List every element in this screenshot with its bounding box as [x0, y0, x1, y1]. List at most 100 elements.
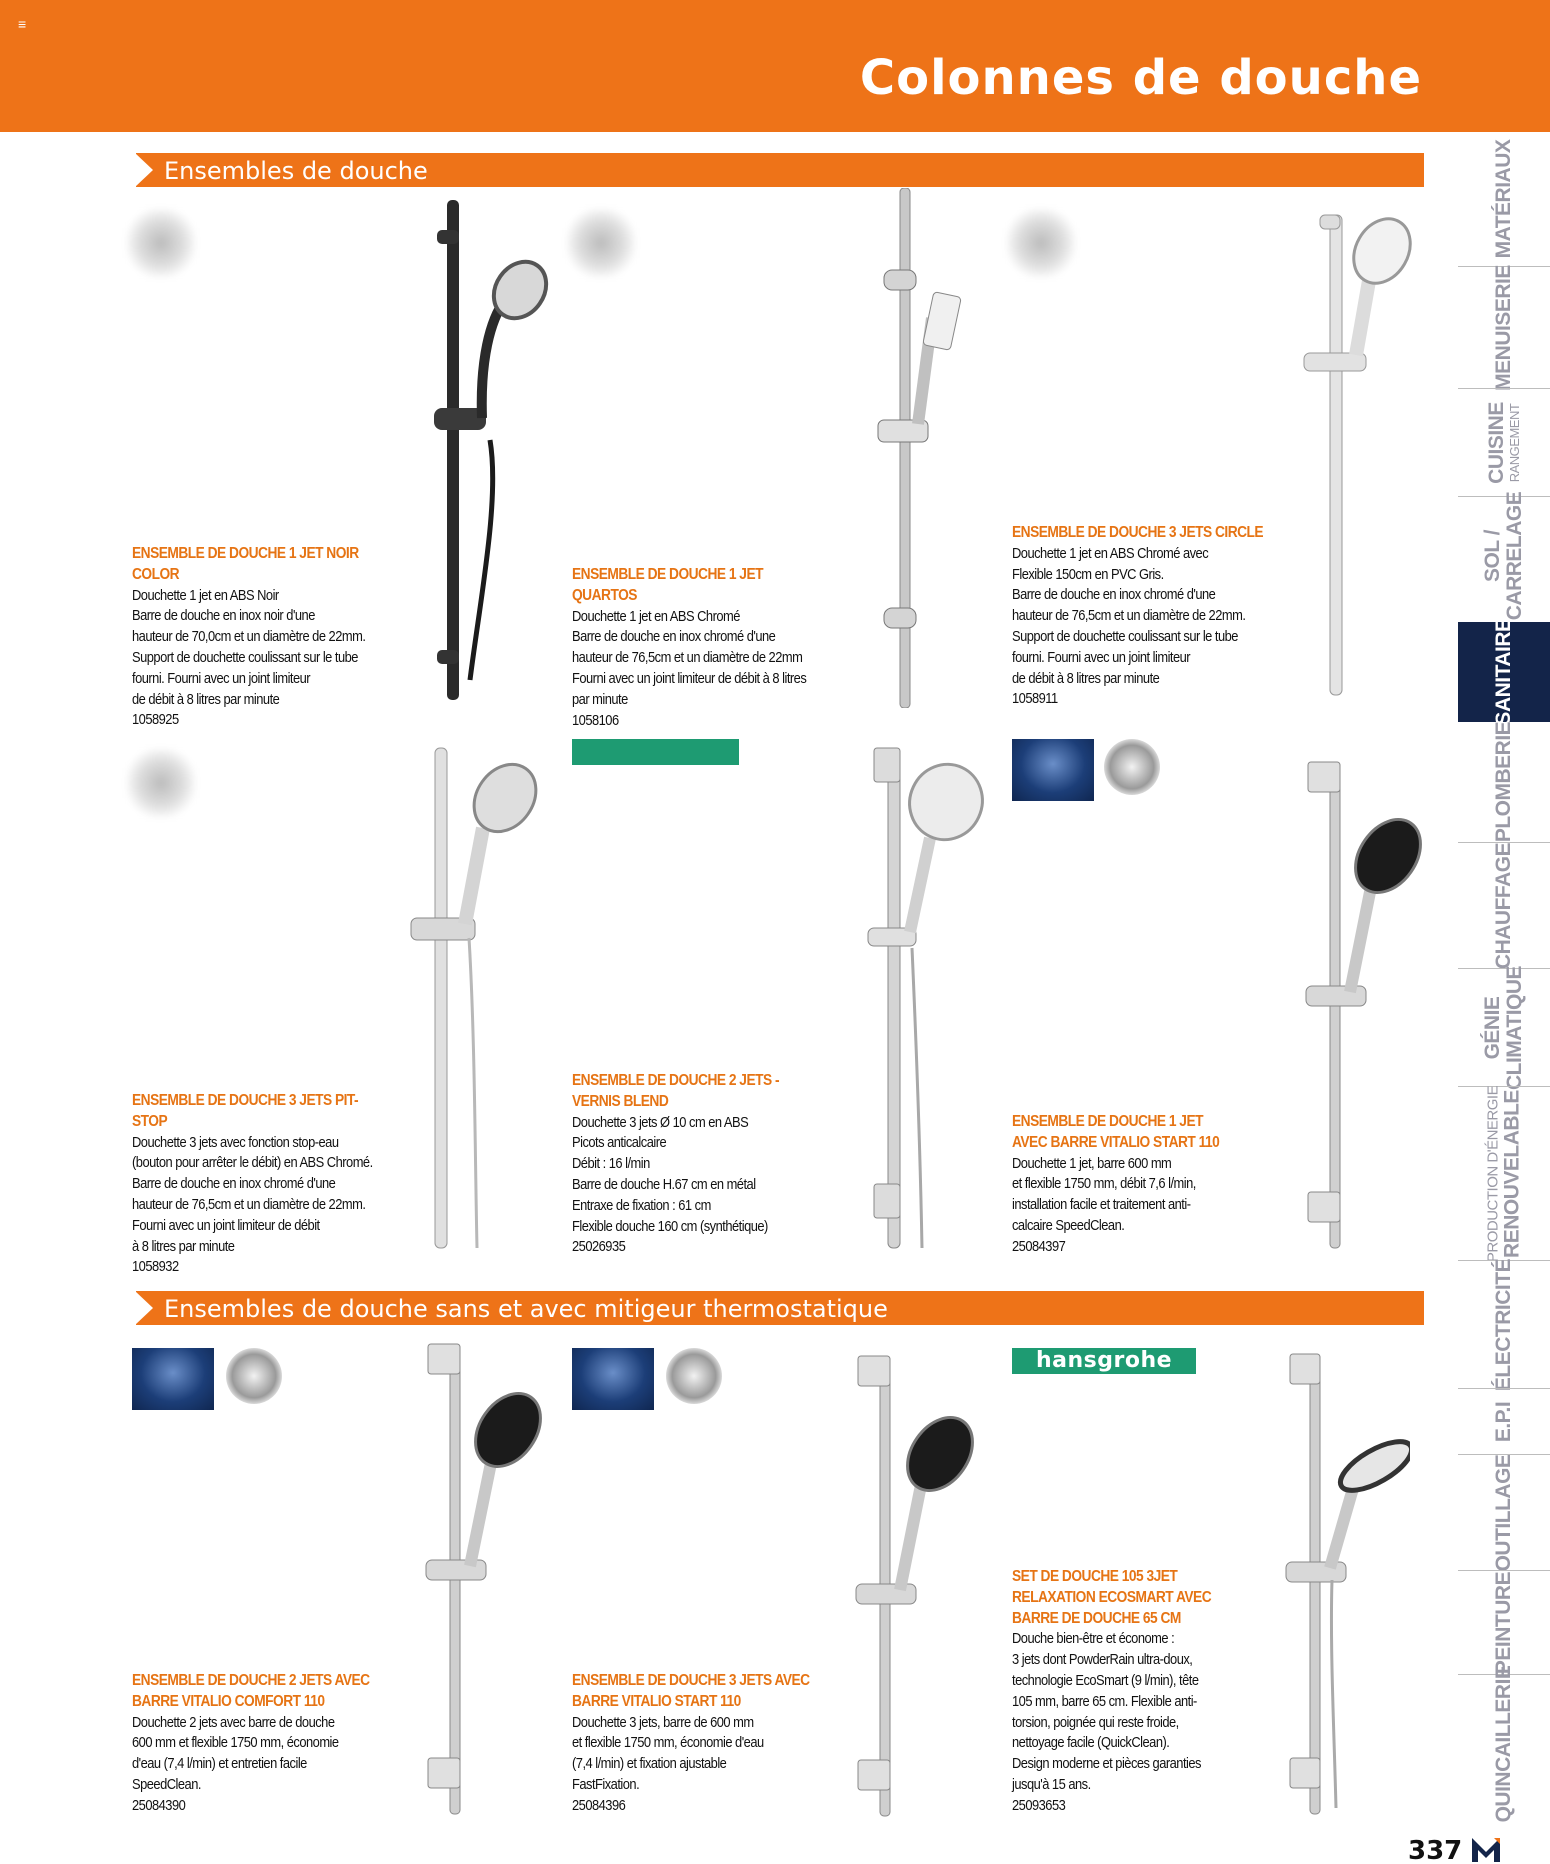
product-card: SET DE DOUCHE 105 3JET RELAXATION ECOSMA… — [1012, 1567, 1270, 1817]
product-title: ENSEMBLE DE DOUCHE 3 JETS AVEC — [572, 1672, 810, 1689]
nav-tab-label: PRODUCTION D'ÉNERGIE — [1484, 1085, 1502, 1262]
product-ref: 1058106 — [572, 711, 619, 729]
nav-tab-peinture[interactable]: PEINTURE — [1458, 1570, 1550, 1674]
product-title: ENSEMBLE DE DOUCHE 2 JETS AVEC — [132, 1672, 370, 1689]
header-bar: ≡ Colonnes de douche — [0, 0, 1550, 132]
product-title: BARRE DE DOUCHE 65 CM — [1012, 1609, 1181, 1627]
nav-tab-sol-carrelage[interactable]: SOL /CARRELAGE — [1458, 491, 1550, 620]
section-header-shower-sets: Ensembles de douche — [135, 153, 1424, 187]
nav-tab-label: QUINCAILLERIE — [1492, 1665, 1515, 1822]
shower-set-image — [410, 747, 538, 1249]
nav-tab-sanitaire[interactable]: SANITAIRE — [1458, 618, 1550, 726]
product-description: Douchette 1 jet en ABS Chromé Barre de d… — [572, 607, 807, 708]
product-ref: 25084397 — [1012, 1237, 1066, 1255]
product-title: VERNIS BLEND — [572, 1092, 669, 1110]
product-title: AVEC BARRE VITALIO START 110 — [1012, 1133, 1220, 1151]
brand-logo — [1006, 208, 1076, 278]
product-title: ENSEMBLE DE DOUCHE 2 JETS - — [572, 1072, 780, 1089]
product-title: ENSEMBLE DE DOUCHE 3 JETS PIT-STOP — [132, 1092, 359, 1130]
product-description: Douchette 1 jet en ABS Chromé avec Flexi… — [1012, 544, 1246, 687]
product-ref: 1058911 — [1012, 690, 1058, 708]
brand-logo — [132, 1348, 214, 1410]
product-description: Douche bien-être et économe : 3 jets don… — [1012, 1630, 1202, 1793]
nav-tab-label: MENUISERIE — [1492, 264, 1515, 391]
product-title: ENSEMBLE DE DOUCHE 1 JET QUARTOS — [572, 566, 764, 604]
brand-logo — [572, 1348, 654, 1410]
brand-logo — [1104, 739, 1160, 795]
shower-set-image — [1303, 214, 1412, 696]
nav-tab-epi[interactable]: E.P.I — [1458, 1388, 1550, 1454]
nav-tab-label: SOL / — [1481, 529, 1504, 582]
nav-tab-label: SANITAIRE — [1492, 618, 1515, 726]
shower-set-image — [434, 200, 549, 700]
shower-set-image — [425, 1343, 542, 1815]
shower-set-image — [1305, 761, 1422, 1249]
nav-tab-electricite[interactable]: ÉLECTRICITÉ — [1458, 1258, 1550, 1391]
product-card: ENSEMBLE DE DOUCHE 3 JETS PIT-STOP Douch… — [132, 1091, 390, 1278]
nav-tab-label: CHAUFFAGE — [1492, 842, 1515, 969]
product-ref: 25084390 — [132, 1796, 186, 1814]
brand-banner-blurred — [572, 739, 739, 765]
section-arrow-icon — [135, 1291, 153, 1325]
product-description: Douchette 2 jets avec barre de douche 60… — [132, 1713, 339, 1793]
product-ref: 25026935 — [572, 1238, 626, 1256]
page-title: Colonnes de douche — [859, 50, 1422, 106]
shower-set-image — [1285, 1353, 1410, 1815]
section-title: Ensembles de douche sans et avec mitigeu… — [164, 1295, 888, 1323]
nav-tab-menuiserie[interactable]: MENUISERIE — [1458, 264, 1550, 391]
product-title: ENSEMBLE DE DOUCHE 1 JET — [1012, 1113, 1204, 1130]
nav-tab-label: OUTILLAGE — [1492, 1454, 1515, 1571]
section-title: Ensembles de douche — [164, 157, 428, 185]
product-title: RELAXATION ECOSMART AVEC — [1012, 1588, 1212, 1606]
product-card: ENSEMBLE DE DOUCHE 2 JETS - VERNIS BLEND… — [572, 1071, 830, 1258]
nav-tab-sublabel: CLIMATIQUE — [1503, 965, 1526, 1090]
page-number: 337 — [1408, 1836, 1463, 1864]
product-card: ENSEMBLE DE DOUCHE 3 JETS AVEC BARRE VIT… — [572, 1671, 830, 1817]
product-description: Douchette 3 jets Ø 10 cm en ABS Picots a… — [572, 1113, 768, 1235]
brand-logo — [126, 208, 196, 278]
product-description: Douchette 3 jets avec fonction stop-eau … — [132, 1133, 373, 1255]
product-card: ENSEMBLE DE DOUCHE 2 JETS AVEC BARRE VIT… — [132, 1671, 390, 1817]
brand-logo — [126, 748, 196, 818]
nav-tab-sublabel: RANGEMENT — [1507, 403, 1522, 482]
product-description: Douchette 1 jet, barre 600 mm et flexibl… — [1012, 1154, 1196, 1234]
nav-tab-label: CUISINE — [1485, 401, 1508, 484]
brand-m-logo-icon — [1472, 1838, 1500, 1862]
product-ref: 25093653 — [1012, 1796, 1066, 1814]
nav-tab-chauffage[interactable]: CHAUFFAGE — [1458, 842, 1550, 969]
product-card: ENSEMBLE DE DOUCHE 1 JET QUARTOS Douchet… — [572, 565, 830, 731]
nav-tab-label: PLOMBERIE — [1492, 721, 1515, 843]
product-card: ENSEMBLE DE DOUCHE 1 JET NOIR COLOR Douc… — [132, 544, 390, 731]
shower-set-image — [867, 747, 984, 1249]
product-card: ENSEMBLE DE DOUCHE 1 JET AVEC BARRE VITA… — [1012, 1112, 1270, 1258]
product-title: BARRE VITALIO COMFORT 110 — [132, 1692, 325, 1710]
product-title: BARRE VITALIO START 110 — [572, 1692, 741, 1710]
nav-tab-materiaux[interactable]: MATÉRIAUX — [1458, 132, 1550, 266]
nav-tab-label: PEINTURE — [1492, 1571, 1515, 1674]
product-card: ENSEMBLE DE DOUCHE 3 JETS CIRCLE Douchet… — [1012, 523, 1270, 710]
nav-tab-label: E.P.I — [1492, 1401, 1515, 1442]
nav-tab-quincaillerie[interactable]: QUINCAILLERIE — [1458, 1665, 1550, 1822]
product-description: Douchette 1 jet en ABS Noir Barre de dou… — [132, 586, 366, 708]
brand-banner-hansgrohe: hansgrohe — [1012, 1348, 1196, 1374]
brand-logo — [566, 208, 636, 278]
nav-tab-label: MATÉRIAUX — [1492, 139, 1515, 259]
brand-logo — [666, 1348, 722, 1404]
product-title: SET DE DOUCHE 105 3JET — [1012, 1568, 1178, 1585]
nav-tab-label: ÉLECTRICITÉ — [1492, 1258, 1515, 1391]
product-title: ENSEMBLE DE DOUCHE 3 JETS CIRCLE — [1012, 524, 1264, 541]
section-arrow-icon — [135, 153, 153, 187]
brand-logo — [226, 1348, 282, 1404]
nav-tab-outillage[interactable]: OUTILLAGE — [1458, 1454, 1550, 1571]
menu-icon[interactable]: ≡ — [18, 16, 27, 32]
nav-tab-plomberie[interactable]: PLOMBERIE — [1458, 722, 1550, 842]
brand-logo — [1012, 739, 1094, 801]
shower-set-image — [855, 1355, 974, 1817]
nav-tab-sublabel: CARRELAGE — [1503, 491, 1526, 620]
product-ref: 1058932 — [132, 1258, 179, 1276]
product-ref: 25084396 — [572, 1796, 626, 1814]
